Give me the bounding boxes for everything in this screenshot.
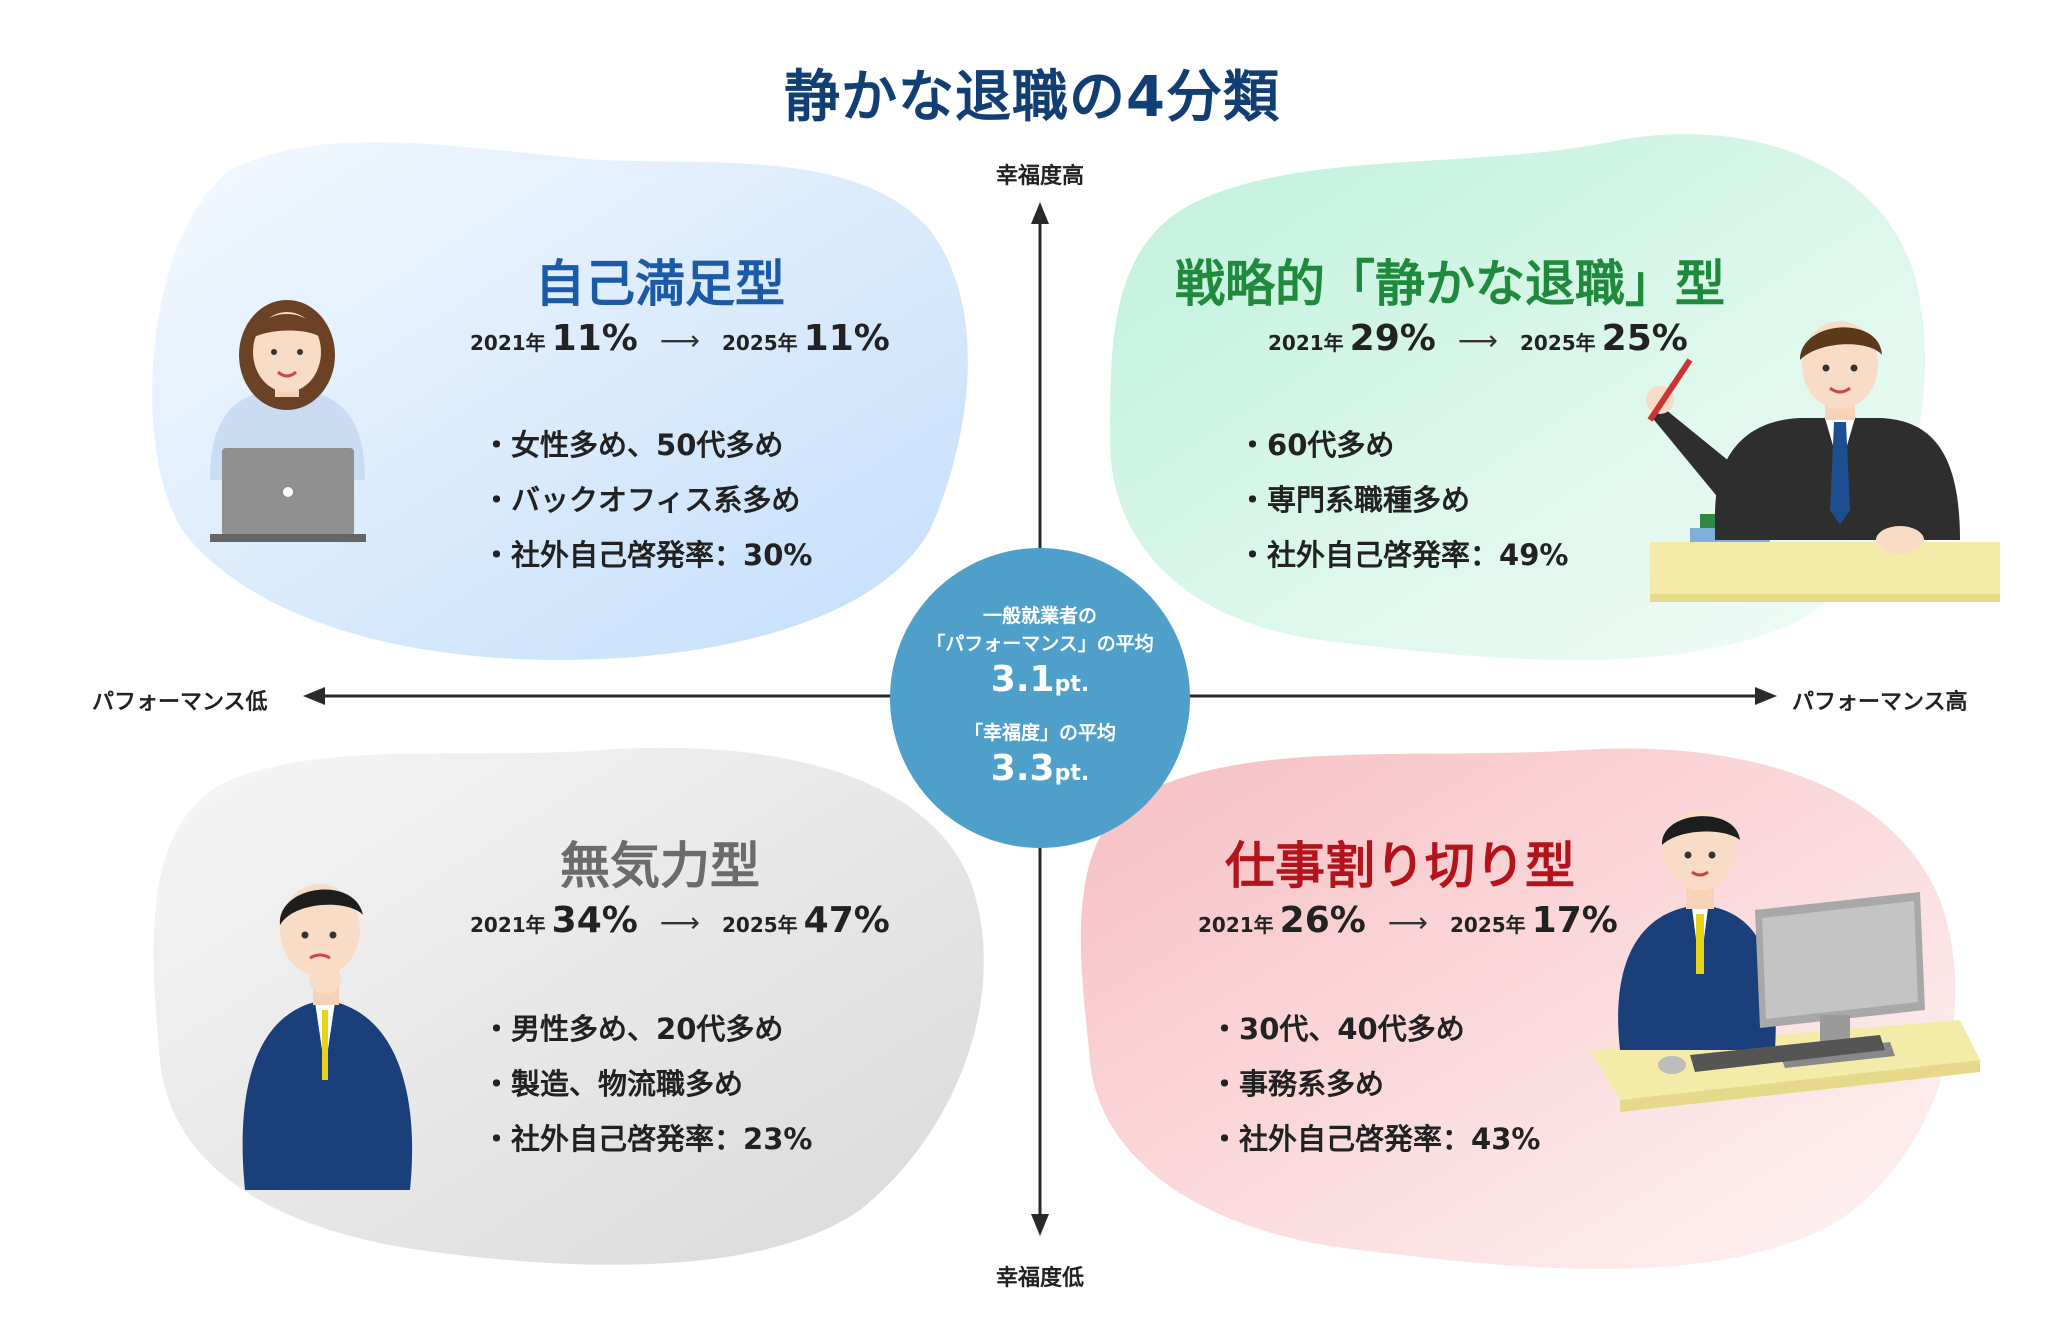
quadrant-title-strategic: 戦略的「静かな退職」型 xyxy=(1175,255,1725,313)
list-item: 社外自己啓発率：49% xyxy=(1238,528,1568,583)
average-score-circle: 一般就業者の 「パフォーマンス」の平均 3.1pt. 「幸福度」の平均 3.3p… xyxy=(890,548,1190,848)
bullet-list-apathetic: 男性多め、20代多め 製造、物流職多め 社外自己啓発率：23% xyxy=(482,1002,812,1167)
list-item: 事務系多め xyxy=(1210,1057,1540,1112)
worried-man-icon xyxy=(242,884,413,1190)
happiness-average: 3.3pt. xyxy=(990,748,1090,789)
trend-arrow-icon: ⟶ xyxy=(1387,906,1428,939)
list-item: 60代多め xyxy=(1238,418,1568,473)
axis-label-performance-low: パフォーマンス低 xyxy=(92,690,268,715)
trend-arrow-icon: ⟶ xyxy=(1457,324,1498,357)
woman-with-laptop-icon xyxy=(210,300,366,542)
center-line3: 「幸福度」の平均 xyxy=(963,722,1116,744)
axis-label-happiness-high: 幸福度高 xyxy=(995,164,1084,189)
trend-arrow-icon: ⟶ xyxy=(659,906,700,939)
list-item: 社外自己啓発率：23% xyxy=(482,1112,812,1167)
y-axis-bottom-arrowhead xyxy=(1031,1214,1049,1236)
trend-arrow-icon: ⟶ xyxy=(659,324,700,357)
list-item: 社外自己啓発率：43% xyxy=(1210,1112,1540,1167)
bullet-list-self-satisfied: 女性多め、50代多め バックオフィス系多め 社外自己啓発率：30% xyxy=(482,418,812,583)
man-with-pen-icon xyxy=(1646,321,2000,602)
bullet-list-strategic: 60代多め 専門系職種多め 社外自己啓発率：49% xyxy=(1238,418,1568,583)
list-item: 製造、物流職多め xyxy=(482,1057,812,1112)
x-axis-left-arrowhead xyxy=(303,687,325,705)
list-item: 社外自己啓発率：30% xyxy=(482,528,812,583)
list-item: 30代、40代多め xyxy=(1210,1002,1540,1057)
list-item: 専門系職種多め xyxy=(1238,473,1568,528)
center-line2: 「パフォーマンス」の平均 xyxy=(926,633,1154,655)
axis-label-performance-high: パフォーマンス高 xyxy=(1792,690,1968,715)
x-axis-right-arrowhead xyxy=(1755,687,1777,705)
list-item: 男性多め、20代多め xyxy=(482,1002,812,1057)
page-title: 静かな退職の4分類 xyxy=(784,65,1280,130)
axis-label-happiness-low: 幸福度低 xyxy=(995,1266,1084,1291)
quadrant-title-apathetic: 無気力型 xyxy=(560,837,760,895)
list-item: 女性多め、50代多め xyxy=(482,418,812,473)
man-at-computer-icon xyxy=(1590,810,1980,1112)
bullet-list-clear-cut: 30代、40代多め 事務系多め 社外自己啓発率：43% xyxy=(1210,1002,1540,1167)
center-line1: 一般就業者の xyxy=(982,605,1097,627)
y-axis-top-arrowhead xyxy=(1031,202,1049,224)
performance-average: 3.1pt. xyxy=(990,659,1090,700)
quadrant-title-clear-cut: 仕事割り切り型 xyxy=(1225,837,1575,895)
quadrant-title-self-satisfied: 自己満足型 xyxy=(535,255,785,313)
list-item: バックオフィス系多め xyxy=(482,473,812,528)
